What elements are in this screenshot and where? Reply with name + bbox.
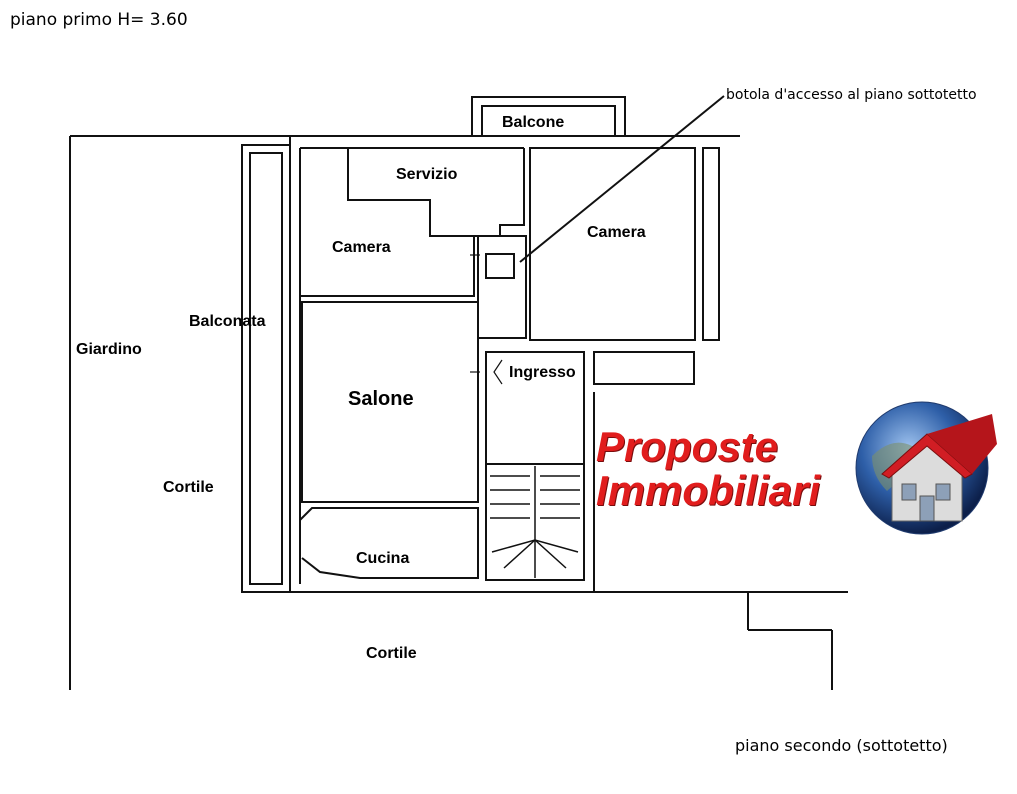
- camera-right-walls: [529, 147, 696, 341]
- hatch-note: botola d'accesso al piano sottotetto: [726, 87, 977, 103]
- right-wall-stub: [702, 147, 720, 341]
- niche-box: [593, 351, 695, 385]
- cucina-walls: [299, 507, 479, 579]
- area-label-giardino: Giardino: [76, 341, 142, 358]
- corridor-box: [477, 235, 527, 339]
- room-label-balcone: Balcone: [502, 114, 565, 131]
- hatch-box: [485, 253, 515, 279]
- servizio-walls: [347, 148, 525, 237]
- room-label-servizio: Servizio: [396, 166, 458, 183]
- room-label-camera-right: Camera: [587, 224, 646, 241]
- camera-left-walls: [300, 236, 475, 297]
- room-label-ingresso: Ingresso: [509, 364, 576, 381]
- stair-treads: [490, 466, 580, 578]
- hatch-leader-line: [519, 95, 725, 263]
- brand-line-1: Proposte: [596, 423, 779, 470]
- brand-wordmark: Proposte Immobiliari: [596, 425, 820, 513]
- area-label-cortile-bottom: Cortile: [366, 645, 417, 662]
- stairwell-walls: [485, 463, 585, 581]
- floor-title: piano primo H= 3.60: [10, 10, 188, 30]
- area-label-cortile-left: Cortile: [163, 479, 214, 496]
- door-marks: [470, 254, 640, 385]
- room-label-salone: Salone: [348, 388, 414, 410]
- room-label-cucina: Cucina: [356, 550, 410, 567]
- brand-line-2: Immobiliari: [596, 467, 821, 514]
- room-label-camera-left: Camera: [332, 239, 391, 256]
- balcone-inner: [481, 105, 616, 137]
- globe-house-logo: [855, 401, 997, 535]
- footer-note: piano secondo (sottotetto): [735, 736, 948, 755]
- salone-walls: [301, 301, 479, 503]
- balconata-inner: [249, 152, 283, 585]
- room-label-balconata: Balconata: [189, 313, 266, 330]
